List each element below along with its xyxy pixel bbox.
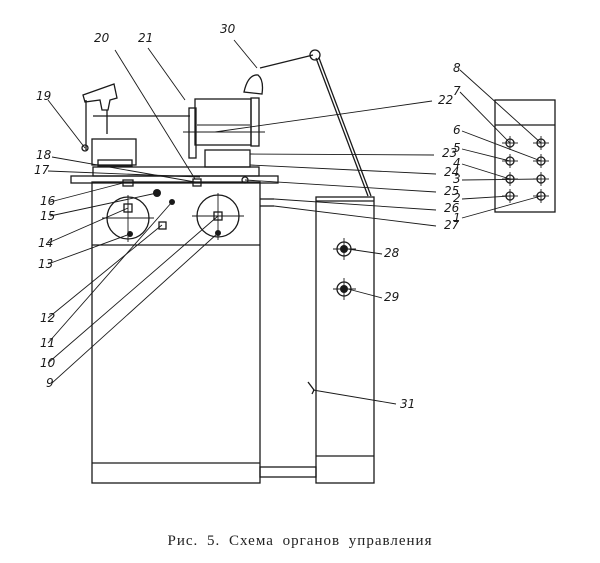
leader-line-18 <box>51 156 196 183</box>
leader-line-22 <box>214 100 433 133</box>
workhead-knob <box>81 144 89 152</box>
callout-1: 1 <box>453 211 461 225</box>
callout-18: 18 <box>36 148 52 162</box>
switch-28 <box>333 238 356 260</box>
callout-10: 10 <box>40 356 56 370</box>
callout-8: 8 <box>453 61 461 75</box>
cabinet-connector <box>259 466 317 478</box>
leader-line-21 <box>147 47 186 101</box>
leader-line-15 <box>49 192 158 217</box>
knob-12 <box>158 221 167 230</box>
lamp-shade <box>243 74 264 95</box>
leader-line-28 <box>347 248 383 255</box>
lamp-arm <box>259 54 314 69</box>
callout-17: 17 <box>34 163 50 177</box>
callout-21: 21 <box>138 31 153 45</box>
callout-22: 22 <box>438 93 453 107</box>
callout-24: 24 <box>444 165 459 179</box>
workhead-base <box>97 159 133 167</box>
leader-line-4 <box>461 163 511 180</box>
callout-31: 31 <box>400 397 415 411</box>
control-panel <box>494 99 556 213</box>
callout-4: 4 <box>453 156 461 170</box>
lamp-stand <box>315 57 369 197</box>
callout-23: 23 <box>442 146 457 160</box>
leader-line-7 <box>459 91 511 144</box>
callout-6: 6 <box>453 123 461 137</box>
leader-line-23 <box>249 153 435 156</box>
workhead-handle <box>82 83 118 111</box>
figure-caption: Рис. 5. Схема органов управления <box>167 533 433 549</box>
leader-line-31 <box>312 389 397 405</box>
callout-15: 15 <box>40 209 55 223</box>
switch-29 <box>333 278 356 300</box>
leader-line-11 <box>47 201 173 344</box>
callout-28: 28 <box>384 246 400 260</box>
workhead-body <box>91 138 137 166</box>
callout-11: 11 <box>40 336 55 350</box>
leader-line-26 <box>273 198 437 211</box>
leader-line-19 <box>47 99 86 149</box>
callout-14: 14 <box>38 236 53 250</box>
leader-line-29 <box>347 288 383 299</box>
leader-line-24 <box>249 164 437 175</box>
base-cabinet <box>91 181 261 484</box>
leader-line-20 <box>114 49 196 180</box>
leader-line-5 <box>461 148 511 162</box>
leader-line-25 <box>244 179 437 193</box>
leader-line-13 <box>47 233 131 265</box>
leader-line-9 <box>51 232 219 384</box>
callout-29: 29 <box>384 290 399 304</box>
leader-line-30 <box>233 39 258 69</box>
callout-30: 30 <box>220 22 236 36</box>
motor-end-cap <box>250 97 260 147</box>
callout-7: 7 <box>453 84 461 98</box>
callout-19: 19 <box>36 89 51 103</box>
callout-9: 9 <box>46 376 54 390</box>
leader-line-6 <box>461 130 542 162</box>
leader-line-12 <box>47 224 163 319</box>
callout-26: 26 <box>444 201 460 215</box>
leader-line-2 <box>461 195 511 200</box>
callout-2: 2 <box>453 191 461 205</box>
lamp-stand-edge <box>318 57 372 197</box>
callout-12: 12 <box>40 311 55 325</box>
leader-line-1 <box>461 195 542 219</box>
leader-line-27 <box>273 205 437 227</box>
callout-25: 25 <box>444 184 459 198</box>
callout-3: 3 <box>453 172 461 186</box>
callout-16: 16 <box>40 194 56 208</box>
leader-line-16 <box>49 182 124 203</box>
leader-line-14 <box>47 207 129 244</box>
electrical-cabinet <box>315 196 375 484</box>
callout-13: 13 <box>38 257 53 271</box>
grinding-head-base <box>204 149 251 168</box>
stop-20 <box>192 178 202 187</box>
handle-31 <box>307 381 315 395</box>
callout-20: 20 <box>94 31 110 45</box>
lamp-joint <box>309 49 321 61</box>
leader-line-8 <box>459 69 542 144</box>
leader-line-10 <box>47 215 219 364</box>
leader-line-3 <box>461 178 542 181</box>
callout-5: 5 <box>453 141 461 155</box>
grinding-wheel-guard <box>188 107 197 159</box>
grinding-head-motor <box>194 98 252 146</box>
leader-line-17 <box>47 170 201 178</box>
callout-27: 27 <box>444 218 460 232</box>
